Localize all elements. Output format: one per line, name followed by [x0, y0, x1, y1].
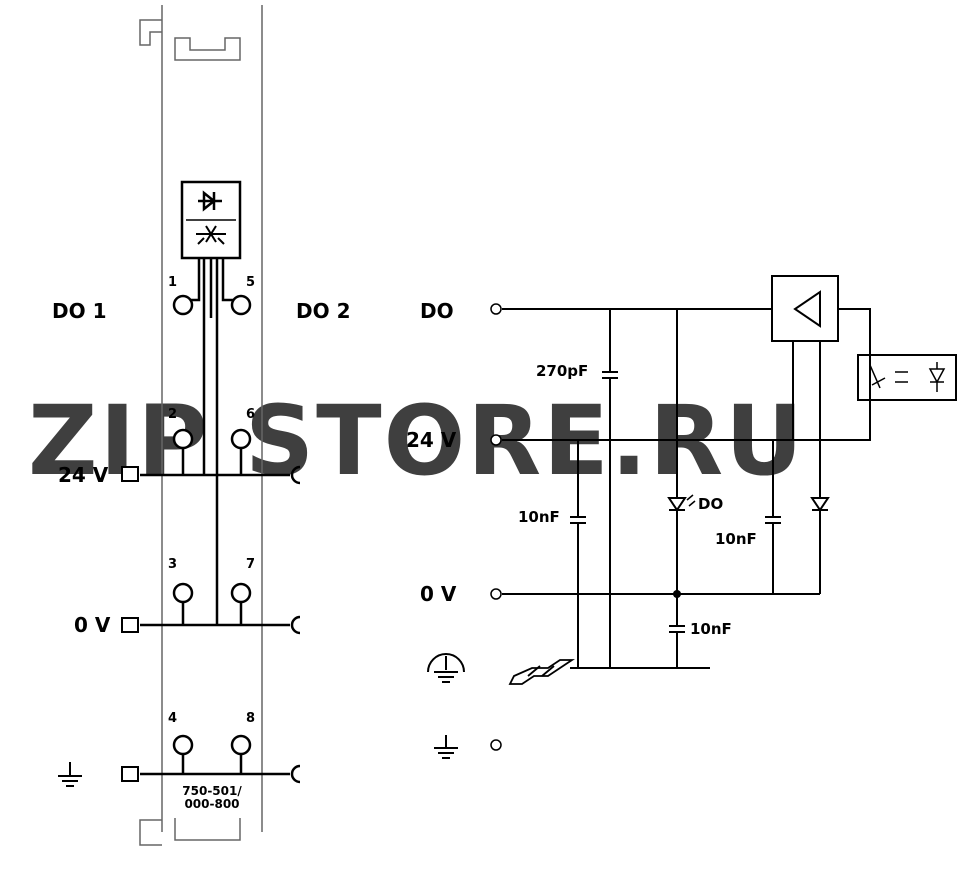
amp-to-opto	[838, 308, 871, 355]
bottom-latch	[174, 818, 241, 841]
cap-270pf-label: 270pF	[536, 362, 588, 380]
diode-icon	[198, 190, 222, 212]
optocoupler-leads	[183, 258, 238, 625]
power-contact-ground	[290, 764, 301, 784]
led-do-label: DO	[698, 495, 723, 513]
terminal-7	[230, 582, 252, 604]
pin-5-label: 5	[246, 275, 255, 290]
terminal-1	[172, 294, 194, 316]
cap-10nf-bottom	[669, 594, 685, 668]
ground-icon	[58, 762, 82, 787]
rail-0v-label: 0 V	[74, 613, 111, 637]
cap-10nf-mid	[765, 440, 781, 594]
pin-labels: 1 5 2 6 3 7 4 8	[168, 275, 255, 726]
pin-1-label: 1	[168, 275, 177, 290]
do1-label: DO 1	[52, 299, 106, 323]
terminal-24v	[490, 434, 502, 446]
cap-10nf-left-label: 10nF	[518, 508, 560, 526]
part-number-line2: 000-800	[184, 797, 239, 811]
opto-diode-icon	[928, 362, 946, 392]
terminal-4	[172, 734, 194, 756]
terminals	[172, 294, 252, 756]
transistor-icon	[196, 225, 226, 245]
module-sides	[161, 5, 263, 832]
module-housing	[139, 5, 263, 846]
cap-10nf-left	[570, 440, 586, 668]
connector-ground	[121, 766, 139, 782]
terminal-0v	[490, 588, 502, 600]
terminal-6	[230, 428, 252, 450]
schematic-do-label: DO	[420, 299, 454, 323]
terminal-ground	[490, 739, 502, 751]
pin-7-label: 7	[246, 557, 255, 572]
part-number-line1: 750-501/	[182, 784, 242, 798]
schematic-24v-label: 24 V	[406, 428, 457, 452]
junction-dot	[673, 590, 681, 598]
do2-label: DO 2	[296, 299, 350, 323]
terminal-8	[230, 734, 252, 756]
pin-2-label: 2	[168, 407, 177, 422]
power-contact-24v	[290, 465, 301, 485]
pin-6-label: 6	[246, 407, 255, 422]
terminal-3	[172, 582, 194, 604]
cap-10nf-bottom-label: 10nF	[690, 620, 732, 638]
cap-270pf	[602, 309, 618, 668]
schematic-0v-label: 0 V	[420, 582, 457, 606]
terminal-5	[230, 294, 252, 316]
terminal-do	[490, 303, 502, 315]
led-icon	[667, 497, 687, 512]
schematic-ground-icon	[434, 735, 458, 759]
schematic-optocoupler-box	[857, 354, 957, 401]
terminal-2	[172, 428, 194, 450]
protective-earth-icon	[427, 653, 465, 683]
power-contact-0v	[290, 615, 301, 635]
top-latch	[174, 37, 241, 61]
rail-24v-label: 24 V	[58, 463, 109, 487]
schematic	[502, 275, 957, 669]
bus-bars	[140, 448, 301, 784]
pin-4-label: 4	[168, 711, 177, 726]
connector-0v	[121, 617, 139, 633]
amplifier-icon	[793, 290, 821, 328]
optocoupler-symbol	[180, 180, 242, 260]
din-rail-icon	[508, 659, 575, 685]
cap-10nf-mid-label: 10nF	[715, 530, 757, 548]
top-left-latch	[139, 19, 162, 46]
v24-line	[502, 355, 871, 441]
pin-8-label: 8	[246, 711, 255, 726]
diode-right-icon	[810, 497, 830, 512]
pin-3-label: 3	[168, 557, 177, 572]
connector-24v	[121, 466, 139, 482]
bottom-left-latch	[139, 819, 162, 846]
amplifier-box	[771, 275, 839, 342]
